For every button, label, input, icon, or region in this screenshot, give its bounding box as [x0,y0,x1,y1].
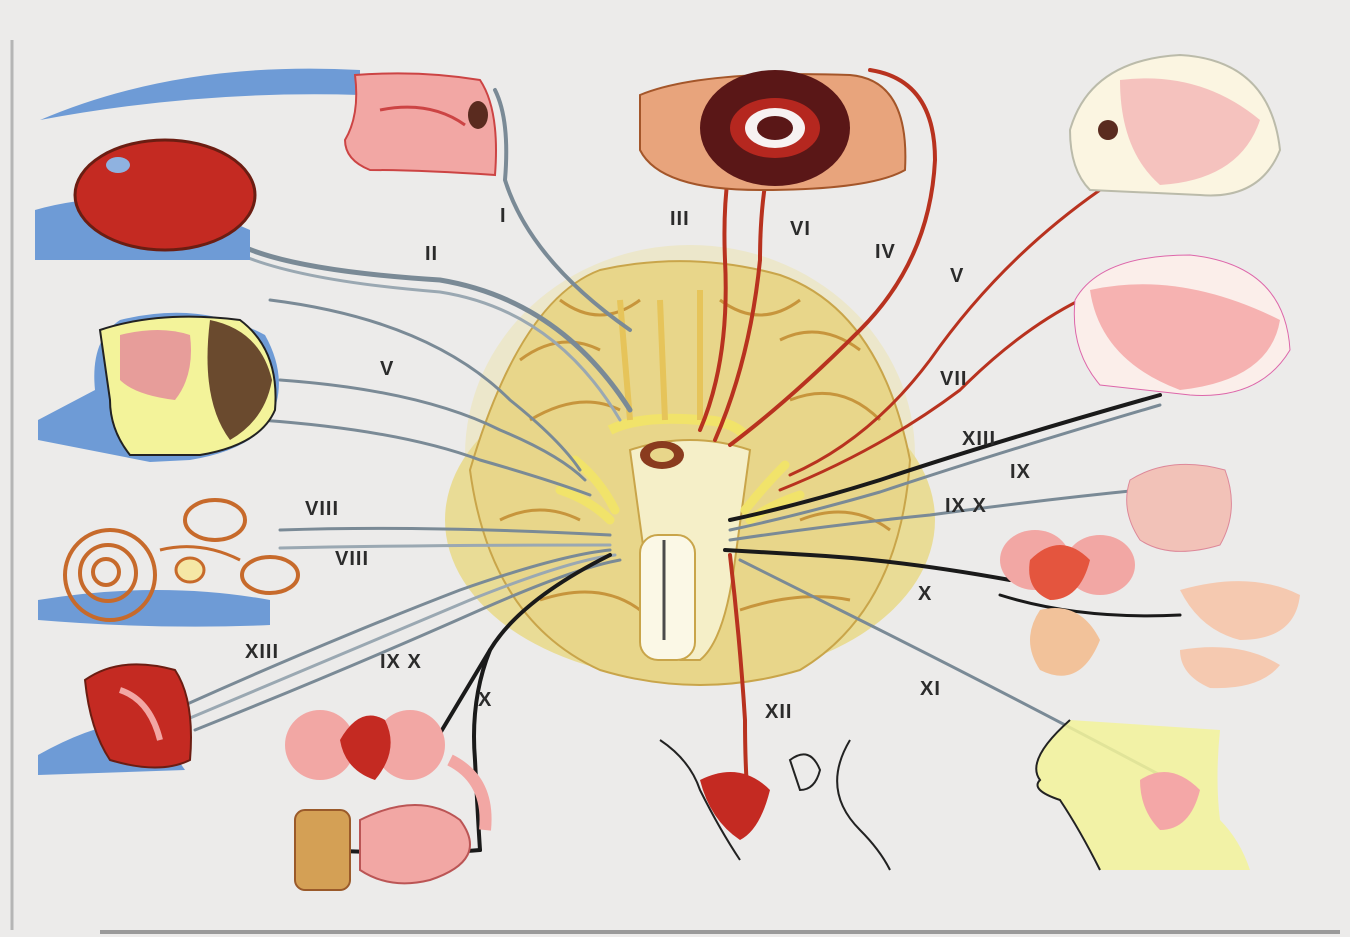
label-nerve-9: IX [1010,461,1031,483]
head-mid-right-illustration [1074,255,1290,395]
head-top-right-illustration [1070,55,1280,195]
label-nerve-10-right: X [918,583,932,605]
label-nerve-5-left: V [380,358,394,380]
label-nerve-2: II [425,243,438,265]
brain-base [445,245,935,685]
label-nerve-8-a: VIII [305,498,339,520]
mouth-throat-illustration [38,664,191,775]
digestive-right-illustration [1030,581,1300,688]
label-nerve-10-left: X [478,689,492,711]
label-nerve-13-right: XIII [962,428,996,450]
label-nerve-9x-left: IX X [380,651,422,673]
tongue-right-illustration [1127,464,1232,551]
label-nerve-13-left: XIII [245,641,279,663]
label-nerve-4: IV [875,241,896,263]
label-nerve-7: VII [940,368,967,390]
label-nerve-12: XII [765,701,792,723]
label-nerve-6: VI [790,218,811,240]
neck-shoulder-illustration [1036,720,1250,870]
label-nerve-8-b: VIII [335,548,369,570]
heart-lungs-illustration [285,710,445,780]
label-nerve-3: III [670,208,690,230]
inner-ear-illustration [38,500,298,627]
tongue-neck-illustration [660,740,890,870]
trigeminal-face-illustration [38,313,279,462]
eyeball-illustration [35,140,255,260]
heart-right-illustration [1000,530,1135,600]
label-nerve-9x-right: IX X [945,495,987,517]
eye-orbit-illustration [640,70,905,190]
label-nerve-11: XI [920,678,941,700]
label-nerve-1: I [500,205,507,227]
label-nerve-5-right: V [950,265,964,287]
